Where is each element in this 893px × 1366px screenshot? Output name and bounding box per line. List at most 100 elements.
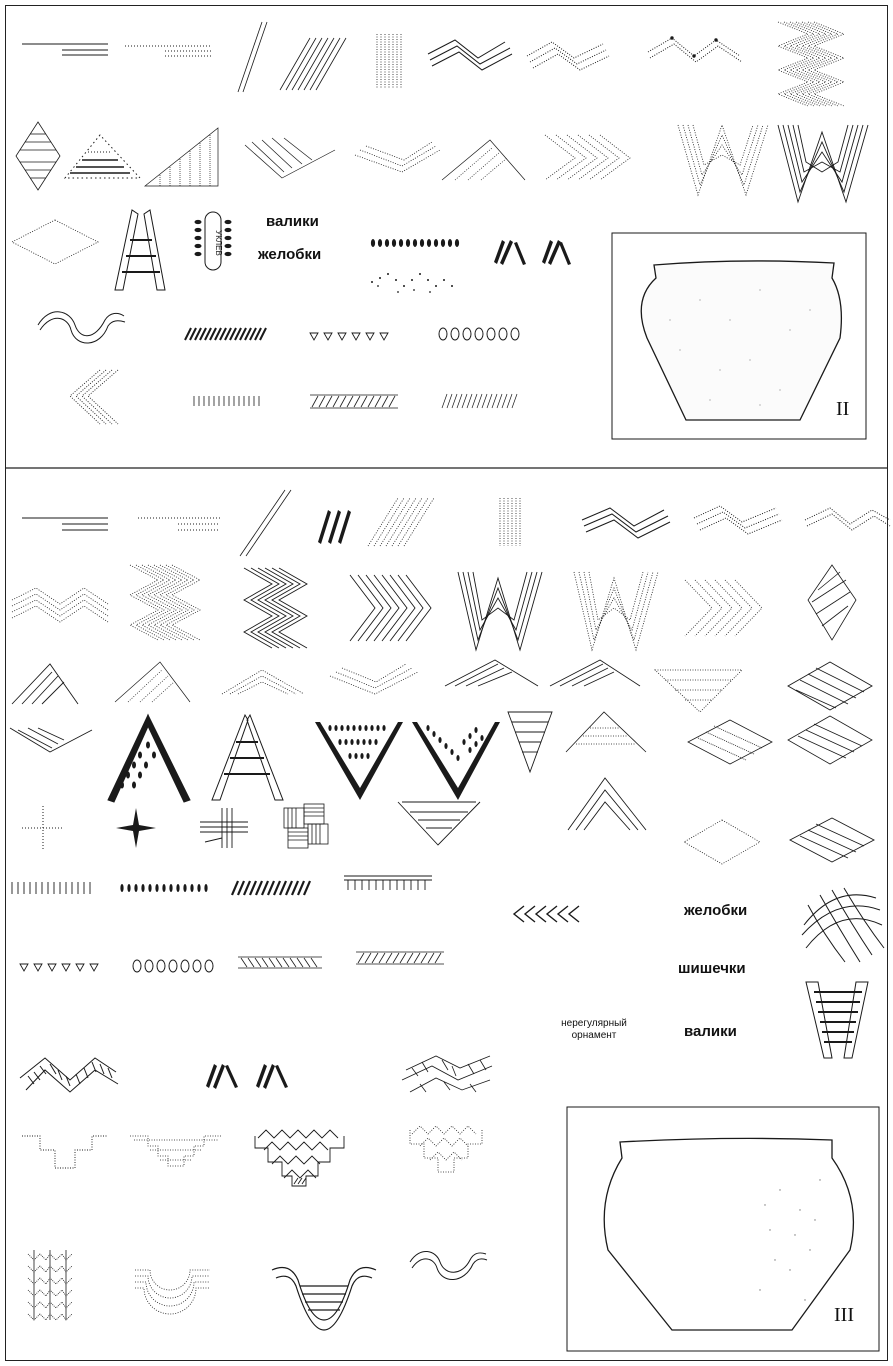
motif-dotted-w-zigzag-2 — [574, 572, 658, 650]
motif-solid-w-zigzag — [778, 125, 868, 202]
motif-hatched-triangle-left — [12, 664, 78, 704]
motif-dotted-hatched-triangle-2 — [115, 662, 190, 702]
motif-dotted-inverted-triangle — [655, 670, 742, 712]
motif-oval-row-2 — [133, 960, 213, 972]
motif-solid-slash-row — [185, 328, 266, 340]
motif-dotted-arches — [135, 1270, 210, 1314]
motif-dotted-triangle-with-bands — [65, 135, 140, 178]
motif-dotted-horizontal-lines — [125, 46, 212, 56]
motif-crossed-lines — [200, 808, 248, 848]
motif-oval-dot-row — [371, 240, 458, 247]
motif-solid-zigzag-block — [244, 568, 307, 648]
motif-triangle-row-2 — [20, 964, 98, 971]
motif-slanted-double-lenses — [494, 240, 571, 265]
motif-dotted-w-zigzag — [678, 125, 768, 195]
motif-horizontal-lines-2 — [22, 518, 108, 530]
motif-herringbone-column — [28, 1250, 72, 1320]
motif-hatched-strip — [310, 395, 398, 408]
motif-wavy-band — [38, 312, 124, 336]
label-irregular-ornament: нерегулярный орнамент — [544, 1018, 644, 1042]
motif-ladder-trapezoid — [806, 982, 868, 1058]
motif-dotted-rhombus-2 — [684, 820, 760, 864]
motif-dotted-zigzag-horizontal — [12, 588, 108, 622]
motif-zigzag-step-pyramid — [255, 1130, 344, 1186]
motif-solid-w-zigzag-2 — [458, 572, 542, 650]
motif-v-with-oval-diagonals — [412, 722, 500, 800]
motif-oval-dot-row-2 — [120, 884, 207, 892]
motif-dotted-zigzag-band — [527, 42, 609, 70]
motif-hatched-triangle-right — [550, 660, 640, 686]
motif-dotted-chevron-arrows-2 — [685, 580, 762, 636]
emblem-text: УКЛЕВ — [214, 230, 223, 256]
motif-left-arrow-chevrons — [514, 906, 579, 922]
motif-zigzag-dotted-points-2 — [805, 508, 890, 530]
motif-pinwheel-squares — [284, 804, 328, 848]
motif-hatched-triangle-mid — [445, 660, 538, 686]
vessel-ii-outline — [641, 261, 841, 420]
motif-v-with-oval-rows — [315, 722, 403, 800]
motif-hatched-strip-3 — [356, 952, 444, 964]
emblem-with-oval-dots: УКЛЕВ — [195, 212, 231, 270]
motif-ladder-with-bands — [115, 210, 165, 290]
motif-vertical-dotted-lines-2 — [500, 498, 520, 546]
motif-hatched-v-chevron — [245, 138, 335, 178]
motif-oval-row — [439, 328, 519, 340]
motif-crossing-arcs — [802, 888, 884, 962]
label-raised-bands-top: валики — [266, 213, 319, 230]
motif-slanted-double-lenses-2 — [206, 1064, 288, 1089]
motif-dotted-triangle-bands — [566, 712, 646, 752]
label-irregular-line2: орнамент — [544, 1030, 644, 1042]
motif-comb-strip — [344, 876, 432, 890]
motif-dotted-horizontal-lines-2 — [138, 518, 220, 530]
motif-tick-row-2 — [12, 882, 90, 894]
motif-dotted-zigzag-points — [371, 273, 453, 293]
motif-vertical-dotted-lines — [377, 34, 401, 88]
motif-dotted-steps — [22, 1136, 108, 1168]
motif-wavy-band-2 — [410, 1251, 487, 1279]
motif-zigzag-dotted-points — [648, 37, 742, 62]
vessel-ii-numeral: II — [836, 398, 849, 421]
motif-dotted-zigzag-block — [778, 22, 844, 106]
motif-short-tick-row — [194, 396, 259, 406]
motif-dotted-step-pyramid — [130, 1136, 222, 1166]
motif-nested-chevron-up — [568, 778, 646, 830]
motif-dotted-zigzag-block-2 — [130, 565, 200, 640]
label-grooves-top: желобки — [258, 246, 321, 263]
motif-dotted-triangle-band — [222, 670, 304, 694]
motif-diagonal-lines — [238, 22, 346, 92]
motif-dotted-hatched-triangle — [442, 140, 525, 180]
motif-irregular-hatched — [402, 1056, 492, 1092]
label-irregular-line1: нерегулярный — [544, 1018, 644, 1030]
motif-dotted-chevron-band-2 — [330, 664, 418, 694]
vessel-iii-numeral: III — [834, 1304, 854, 1327]
motif-dotted-zigzag-band-2 — [694, 506, 782, 534]
motif-hatched-bowl — [272, 1268, 376, 1330]
motif-ladder-dots-triangle — [108, 715, 190, 802]
vessel-iii-outline — [604, 1138, 853, 1330]
motif-hatched-rhombus-4 — [688, 720, 772, 764]
motif-solid-slash-row-2 — [232, 881, 310, 895]
motif-ladder-bands-triangle — [212, 715, 283, 800]
label-grooves-bottom: желобки — [684, 902, 747, 919]
motif-hatched-rhombus — [16, 122, 60, 190]
motif-inverted-triangle-lines — [398, 802, 480, 845]
motif-hatched-strip-2 — [238, 957, 322, 968]
motif-diagonal-lines-2 — [240, 490, 291, 556]
motif-dotted-diagonal-lines-2 — [368, 498, 434, 546]
panel-top: УКЛЕВ — [12, 22, 868, 439]
motif-hatched-zigzag-band — [20, 1058, 118, 1092]
motif-dotted-cross — [22, 806, 64, 850]
motif-hatched-rhombus-5 — [788, 716, 872, 764]
motif-horizontal-lines — [22, 44, 108, 55]
label-knobs-bottom: шишечки — [678, 960, 746, 977]
motif-dotted-chevron-band — [355, 142, 440, 172]
motif-hatched-v-left — [10, 728, 92, 752]
motif-dotted-chevron-arrows — [545, 135, 630, 180]
motif-slanted-lenses-triple — [318, 510, 351, 544]
motif-hatched-right-triangle — [145, 128, 218, 186]
motif-hatched-rhombus-3 — [788, 662, 872, 710]
motif-dotted-rhombus — [12, 220, 98, 264]
motif-dotted-left-chevrons — [70, 370, 118, 424]
motif-zigzag-band — [428, 40, 512, 70]
motif-thin-slash-row — [442, 394, 517, 408]
